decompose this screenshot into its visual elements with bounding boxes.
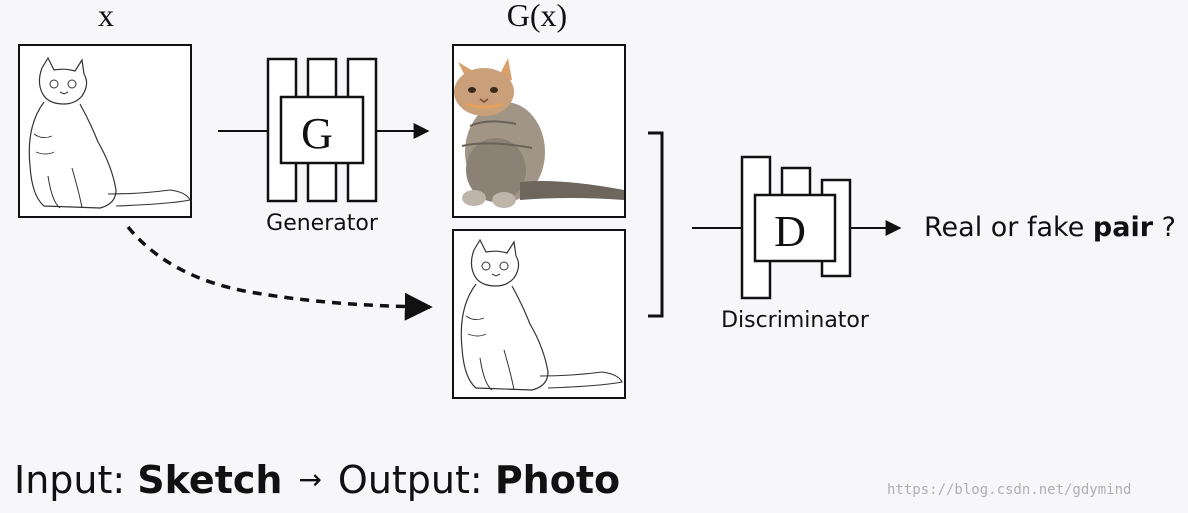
verdict-bold: pair xyxy=(1092,212,1154,243)
generator-name: Generator xyxy=(266,211,379,236)
paired-image-frame xyxy=(452,229,626,399)
pair-bracket xyxy=(648,131,664,318)
generator-core-box xyxy=(279,95,365,165)
input-image-frame xyxy=(18,44,192,218)
footer-arrow: → xyxy=(298,463,322,496)
generator-letter: G xyxy=(301,109,333,158)
verdict-prefix: Real or fake xyxy=(924,212,1085,243)
discriminator-core-box xyxy=(753,193,837,263)
verdict-suffix: ? xyxy=(1153,212,1176,243)
dashed-input-arrow xyxy=(126,225,433,321)
verdict-label: Real or fake pair ? xyxy=(924,212,1176,243)
cat-photo-icon xyxy=(454,58,624,208)
input-var-label: x xyxy=(98,0,114,33)
footer-output-value: Photo xyxy=(494,458,621,502)
discriminator-name: Discriminator xyxy=(721,308,870,333)
discriminator-letter: D xyxy=(774,207,806,256)
footer-caption: Input: Sketch → Output: Photo xyxy=(14,458,620,502)
output-var-label: G(x) xyxy=(507,0,567,33)
watermark: https://blog.csdn.net/gdymind xyxy=(887,482,1132,498)
footer-output-prefix: Output: xyxy=(337,458,483,502)
footer-input-value: Sketch xyxy=(137,458,283,502)
footer-input-prefix: Input: xyxy=(14,458,126,502)
